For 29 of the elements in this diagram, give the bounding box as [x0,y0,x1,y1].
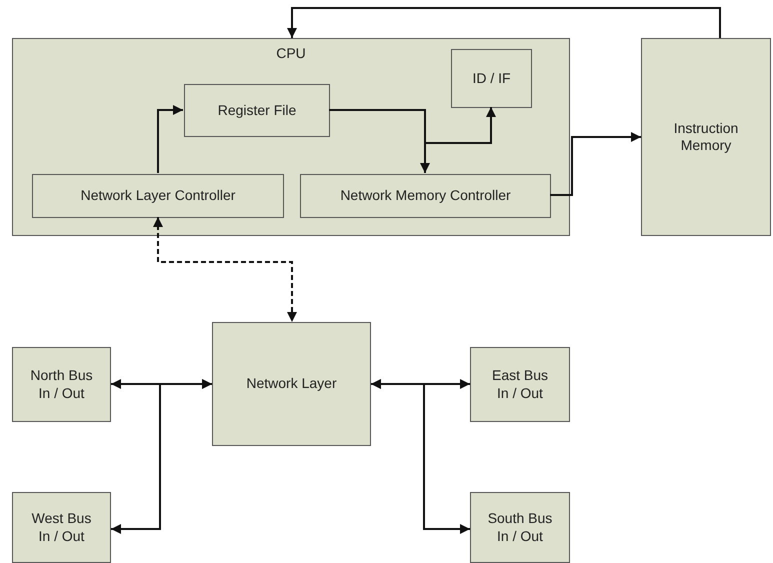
cpu-container [12,38,570,236]
box-label: Instruction Memory [672,120,740,154]
component-box [184,84,330,137]
connector-arrow [287,7,721,38]
network-layer-box [212,322,371,446]
box-label: ID / IF [472,70,511,88]
connector-arrow [111,379,212,534]
box-label: West Bus In / Out [30,510,92,545]
memory-box [641,38,771,236]
connector-arrow [153,217,297,322]
box-label: South Bus In / Out [486,510,554,545]
connector-arrow [157,105,183,173]
box-label: East Bus In / Out [490,367,550,402]
box-label: Network Layer Controller [80,187,236,205]
component-box [12,347,111,422]
component-box [470,492,570,563]
box-label: Network Layer [246,375,337,393]
connector-arrow [329,107,496,144]
box-label: North Bus In / Out [29,367,94,402]
box-label: Network Memory Controller [340,187,511,205]
component-box [300,174,551,218]
connector-arrow [371,379,470,534]
box-label: CPU [276,45,306,62]
connector-arrow [550,132,641,196]
box-label: Register File [218,102,296,120]
component-box [12,492,111,563]
component-box [470,347,570,422]
component-box [32,174,284,218]
component-box [451,49,532,108]
